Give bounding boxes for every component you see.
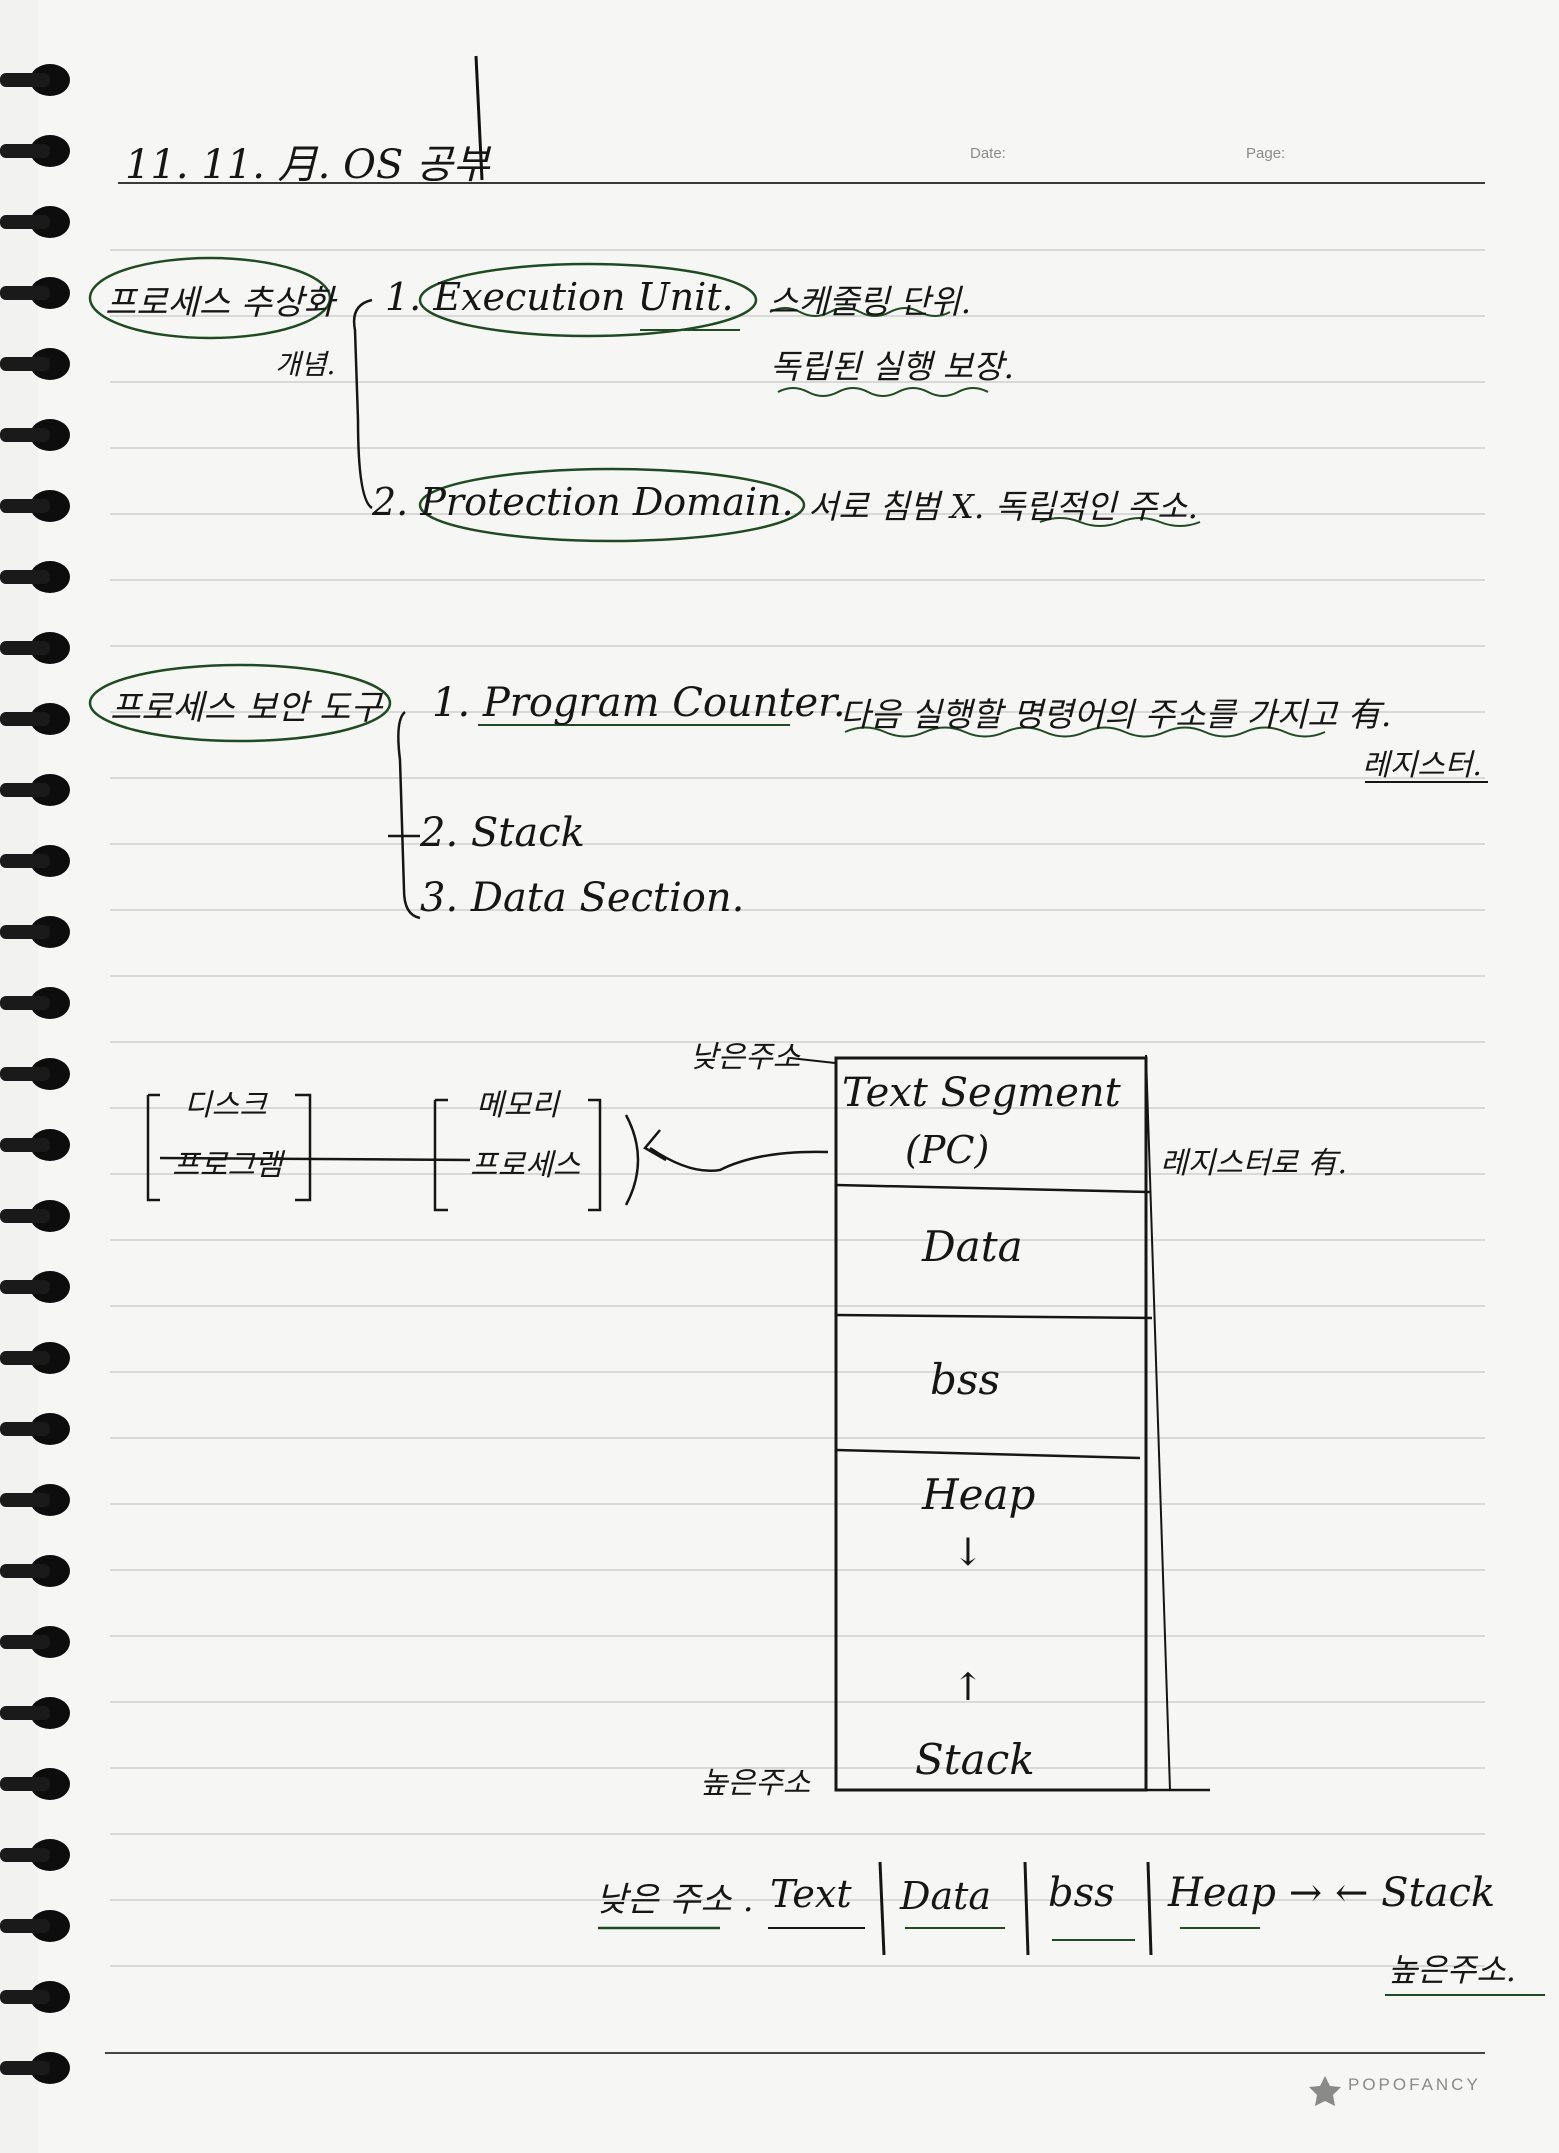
note-independent-execution: 독립된 실행 보장.: [770, 347, 1014, 386]
date-label: Date:: [970, 145, 1006, 162]
spiral-wire: [0, 1848, 50, 1862]
spiral-wire: [0, 1493, 50, 1507]
margin-pen-stroke: [474, 55, 484, 181]
topic-1-title: 프로세스 추상화: [105, 283, 335, 323]
page-label: Page:: [1246, 145, 1286, 162]
spiral-wire: [0, 925, 50, 939]
summary-low-label: 낮은 주소 .: [596, 1880, 754, 1920]
summary-divider: [1146, 1861, 1153, 1956]
spiral-wire: [0, 73, 50, 87]
spiral-wire: [0, 1422, 50, 1436]
spiral-wire: [0, 286, 50, 300]
pointer-arrow-line: [649, 1146, 829, 1172]
spiral-wire: [0, 499, 50, 513]
spiral-wire: [0, 1706, 50, 1720]
disk-to-memory-line: [159, 1156, 471, 1162]
spiral-wire: [0, 1635, 50, 1649]
wavy-underline: [769, 307, 951, 317]
segment-divider: [835, 1313, 1153, 1320]
spiral-wire: [0, 1990, 50, 2004]
spiral-wire: [0, 1138, 50, 1152]
spiral-wire: [0, 215, 50, 229]
brand-label: POPOFANCY: [1348, 2075, 1481, 2094]
term-program-counter: 1. Program Counter.: [432, 680, 846, 726]
topic2-brace: [397, 711, 421, 920]
high-address-label: 높은주소: [700, 1766, 811, 1801]
spiral-wire: [0, 1919, 50, 1933]
heap-arrow-icon: ↓: [952, 1530, 984, 1574]
spiral-wire: [0, 570, 50, 584]
summary-high-label: 높은주소.: [1388, 1951, 1516, 1989]
spiral-binding: [0, 64, 70, 2084]
stack-arrow-icon: ↑: [952, 1665, 984, 1709]
memory-title: 메모리: [476, 1088, 559, 1123]
segment-data: Data: [922, 1222, 1023, 1271]
wavy-underline: [844, 726, 1326, 738]
spiral-wire: [0, 1280, 50, 1294]
segment-stack: Stack: [915, 1735, 1035, 1784]
summary-bss: bss: [1048, 1870, 1115, 1916]
topic2-circle: [88, 663, 392, 743]
disk-box: [146, 1093, 312, 1202]
register-note: 레지스터로 有.: [1160, 1146, 1348, 1181]
memory-box: [433, 1098, 602, 1212]
spiral-wire: [0, 996, 50, 1010]
spiral-wire: [0, 144, 50, 158]
spiral-wire: [0, 783, 50, 797]
term-data-section: 3. Data Section.: [420, 875, 745, 921]
segment-text-pc: (PC): [905, 1128, 990, 1172]
wavy-underline: [1039, 517, 1201, 527]
note-independent-address: 서로 침범 X. 독립적인 주소.: [808, 487, 1199, 526]
spiral-wire: [0, 641, 50, 655]
segment-divider: [835, 1448, 1141, 1460]
topic1-circle: [88, 256, 332, 340]
segment-text: Text Segment: [842, 1070, 1121, 1116]
low-address-pointer: [789, 1057, 836, 1064]
spiral-wire: [0, 1067, 50, 1081]
note-register: 레지스터.: [1362, 748, 1482, 783]
brand-star-icon: [1309, 2076, 1341, 2106]
ruled-lines: [110, 249, 1485, 1967]
segment-bss: bss: [930, 1355, 1000, 1404]
spiral-wire: [0, 1209, 50, 1223]
segment-heap: Heap: [922, 1470, 1036, 1519]
topic1-brace: [352, 298, 373, 510]
spiral-wire: [0, 428, 50, 442]
term2-circle: [418, 467, 806, 543]
term1-circle: [418, 262, 758, 338]
memory-content: 프로세스: [470, 1148, 581, 1183]
summary-divider: [878, 1861, 886, 1956]
term-protection-domain: 2. Protection Domain.: [372, 480, 794, 524]
disk-content: 프로그램: [172, 1148, 283, 1183]
pointer-arrowhead: [643, 1129, 667, 1162]
term-execution-unit: 1. Execution Unit.: [385, 275, 734, 319]
spiral-wire: [0, 357, 50, 371]
paper-sheet: [38, 0, 1559, 2153]
segment-divider: [835, 1183, 1151, 1194]
spiral-wire: [0, 1351, 50, 1365]
summary-data: Data: [900, 1874, 992, 1918]
summary-divider: [1023, 1861, 1030, 1956]
memory-bracket: [624, 1114, 640, 1206]
topic-1-subtitle: 개념.: [275, 348, 336, 381]
page-title: 11. 11. 月. OS 공부: [125, 142, 490, 188]
spiral-wire: [0, 1777, 50, 1791]
spiral-wire: [0, 2061, 50, 2075]
disk-title: 디스크: [184, 1088, 267, 1123]
note-next-instruction-address: 다음 실행할 명령어의 주소를 가지고 有.: [840, 695, 1392, 734]
note-scheduling-unit: 스케줄링 단위.: [768, 282, 972, 321]
summary-heap-stack: Heap → ← Stack: [1168, 1870, 1496, 1916]
memory-box-edge: [1145, 1054, 1171, 1791]
spiral-wire: [0, 712, 50, 726]
low-address-label: 낮은주소: [690, 1040, 801, 1075]
topic-2-title: 프로세스 보안 도구: [110, 688, 382, 728]
term-stack: 2. Stack: [420, 810, 585, 856]
spiral-wire: [0, 854, 50, 868]
summary-text: Text: [770, 1872, 852, 1916]
wavy-underline: [777, 387, 989, 397]
spiral-wire: [0, 1564, 50, 1578]
